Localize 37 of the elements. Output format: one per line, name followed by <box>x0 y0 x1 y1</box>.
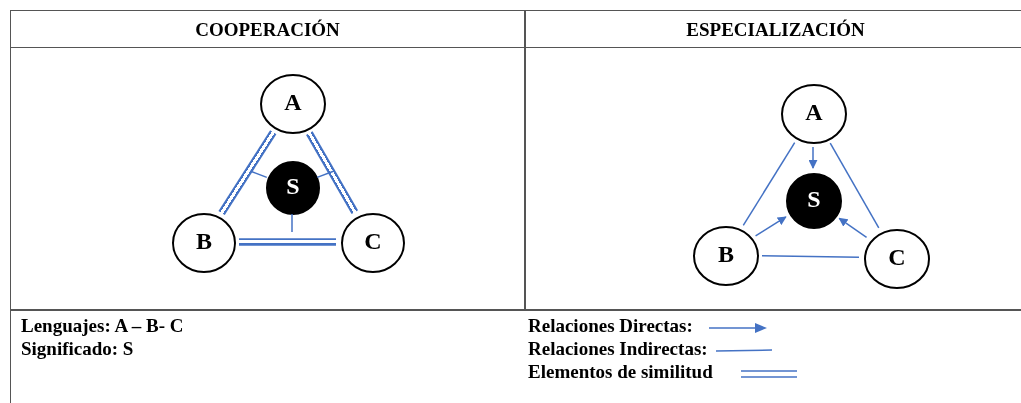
circle-node <box>864 229 930 289</box>
connector-line <box>829 142 880 229</box>
node-letter: A <box>804 99 824 126</box>
double-line <box>218 130 277 215</box>
legend-text: Significado: S <box>21 338 134 360</box>
circle-node <box>693 226 759 286</box>
column-header: COOPERACIÓN <box>194 19 341 41</box>
legend-label: Relaciones Indirectas: <box>528 338 708 360</box>
connector-line <box>291 213 293 233</box>
node-letter: B <box>717 241 735 268</box>
diagram-panel <box>525 10 1021 310</box>
legend-label: Elementos de similitud <box>528 361 713 383</box>
arrow <box>838 217 868 239</box>
filled-circle <box>786 173 842 229</box>
node-letter: B <box>195 228 213 255</box>
node-letter: S <box>806 186 822 213</box>
node-letter: S <box>285 173 301 200</box>
diagram-panel <box>10 10 525 310</box>
circle-node <box>341 213 405 273</box>
node-letter: C <box>363 228 383 255</box>
node-letter: C <box>887 244 907 271</box>
double-line <box>306 131 359 214</box>
double-line <box>239 238 336 246</box>
legend-text: Lenguajes: A – B- C <box>21 315 184 337</box>
column-header: ESPECIALIZACIÓN <box>685 19 866 41</box>
circle-node <box>781 84 847 144</box>
arrow <box>808 146 818 169</box>
connector-line <box>316 170 335 179</box>
connector-line <box>761 254 860 259</box>
arrow <box>754 216 787 237</box>
circle-node <box>260 74 326 134</box>
filled-circle <box>266 161 320 215</box>
connector-line <box>742 141 796 227</box>
node-letter: A <box>283 89 303 116</box>
circle-node <box>172 213 236 273</box>
connector-line <box>249 170 268 179</box>
legend-label: Relaciones Directas: <box>528 315 693 337</box>
